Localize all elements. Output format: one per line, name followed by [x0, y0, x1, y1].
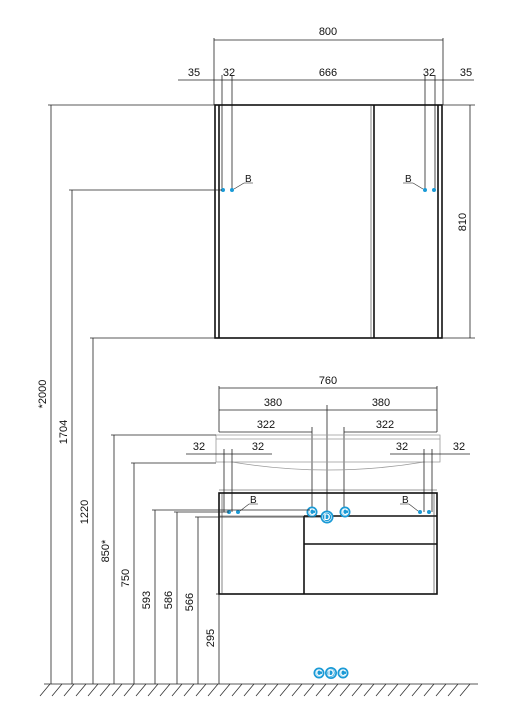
floor-hatch-stroke: [111, 683, 123, 697]
vanity-point-right-b: [427, 510, 431, 514]
height-1220: 1220: [79, 500, 91, 524]
mirror-point-left-a: [221, 188, 225, 192]
vanity-label-b-left: B: [250, 495, 257, 506]
floor-hatch-stroke: [219, 683, 231, 697]
floor-hatch-stroke: [255, 683, 267, 697]
mirror-side-left-35: 35: [188, 67, 200, 79]
svg-text:D: D: [328, 668, 335, 678]
mirror-post-left-32: 32: [223, 67, 235, 79]
floor-hatch-stroke: [207, 683, 219, 697]
mirror-height-810: 810: [457, 213, 469, 231]
floor-hatch-stroke: [87, 683, 99, 697]
svg-text:C: C: [316, 668, 323, 678]
height-dimensions: *2000 1704 1220 850* 750 593 586 566 295: [37, 104, 321, 684]
floor-hatch-stroke: [171, 683, 183, 697]
floor-hatch-stroke: [363, 683, 375, 697]
mirror-label-b-left: B: [245, 174, 252, 185]
mirror-post-right-32: 32: [423, 67, 435, 79]
floor-hatch-stroke: [243, 683, 255, 697]
floor-hatch-stroke: [123, 683, 135, 697]
vanity-offset-right-322: 322: [376, 419, 394, 431]
mirror-width-800: 800: [319, 26, 337, 38]
mirror-cabinet-body: [214, 104, 443, 339]
marker-d-center: D: [320, 510, 334, 524]
height-586: 586: [163, 591, 175, 609]
floor-hatch-stroke: [303, 683, 315, 697]
floor-hatch-stroke: [63, 683, 75, 697]
height-850: 850*: [100, 539, 112, 562]
floor-hatch-stroke: [327, 683, 339, 697]
vanity-edge-left-b-32: 32: [252, 441, 264, 453]
vanity-half-right-380: 380: [372, 397, 390, 409]
floor-hatch-stroke: [135, 683, 147, 697]
vanity-basin-curve: [231, 461, 425, 471]
svg-text:C: C: [340, 668, 347, 678]
floor-marker-c2: C: [337, 667, 349, 679]
floor-hatch-stroke: [51, 683, 63, 697]
floor-hatch-stroke: [411, 683, 423, 697]
height-295: 295: [205, 629, 217, 647]
vanity-unit: 760 380 380 322 322 32 32 32 32: [186, 375, 470, 595]
height-1704: 1704: [58, 420, 70, 444]
marker-c-left: C: [306, 506, 318, 518]
vanity-countertop: [215, 434, 441, 463]
floor-hatch-stroke: [399, 683, 411, 697]
mirror-point-right-a: [423, 188, 427, 192]
height-2000: *2000: [37, 380, 49, 409]
mirror-point-right-b: [432, 188, 436, 192]
vanity-edge-left-a-32: 32: [193, 441, 205, 453]
floor-hatch-stroke: [351, 683, 363, 697]
mirror-side-right-35: 35: [460, 67, 472, 79]
floor-hatch-stroke: [267, 683, 279, 697]
vanity-width-760: 760: [319, 375, 337, 387]
floor-hatch-stroke: [447, 683, 459, 697]
floor-hatch-stroke: [315, 683, 327, 697]
svg-text:C: C: [309, 507, 316, 517]
floor-hatch-stroke: [75, 683, 87, 697]
floor-hatch-stroke: [375, 683, 387, 697]
floor-marker-c1: C: [313, 667, 325, 679]
vanity-point-right-a: [418, 510, 422, 514]
floor-hatch-stroke: [147, 683, 159, 697]
floor-marker-d: D: [325, 667, 337, 679]
floor-hatch-stroke: [435, 683, 447, 697]
marker-c-right: C: [339, 506, 351, 518]
height-593: 593: [141, 591, 153, 609]
height-750: 750: [120, 569, 132, 587]
floor-hatch-stroke: [159, 683, 171, 697]
floor-hatch-stroke: [387, 683, 399, 697]
floor-hatch-stroke: [183, 683, 195, 697]
floor-hatch-stroke: [291, 683, 303, 697]
floor-hatch-stroke: [459, 683, 471, 697]
floor-hatch-stroke: [231, 683, 243, 697]
mirror-label-b-right: B: [405, 174, 412, 185]
svg-text:D: D: [324, 512, 331, 522]
floor-hatch-stroke: [99, 683, 111, 697]
vanity-offset-left-322: 322: [257, 419, 275, 431]
vanity-label-b-right: B: [402, 495, 409, 506]
vanity-half-left-380: 380: [264, 397, 282, 409]
vanity-edge-right-b-32: 32: [453, 441, 465, 453]
mirror-point-left-b: [230, 188, 234, 192]
vanity-point-left-b: [236, 510, 240, 514]
mirror-center-666: 666: [319, 67, 337, 79]
floor-hatch-stroke: [423, 683, 435, 697]
mirror-cabinet: 800 35 32 666 32 35 810 B B: [178, 26, 475, 339]
vanity-edge-right-a-32: 32: [396, 441, 408, 453]
floor-hatch-stroke: [279, 683, 291, 697]
floor-hatch-stroke: [339, 683, 351, 697]
svg-text:C: C: [342, 507, 349, 517]
floor-hatching: [39, 683, 471, 697]
floor-hatch-stroke: [195, 683, 207, 697]
height-566: 566: [184, 593, 196, 611]
floor: C D C: [39, 667, 478, 697]
floor-hatch-stroke: [39, 683, 51, 697]
